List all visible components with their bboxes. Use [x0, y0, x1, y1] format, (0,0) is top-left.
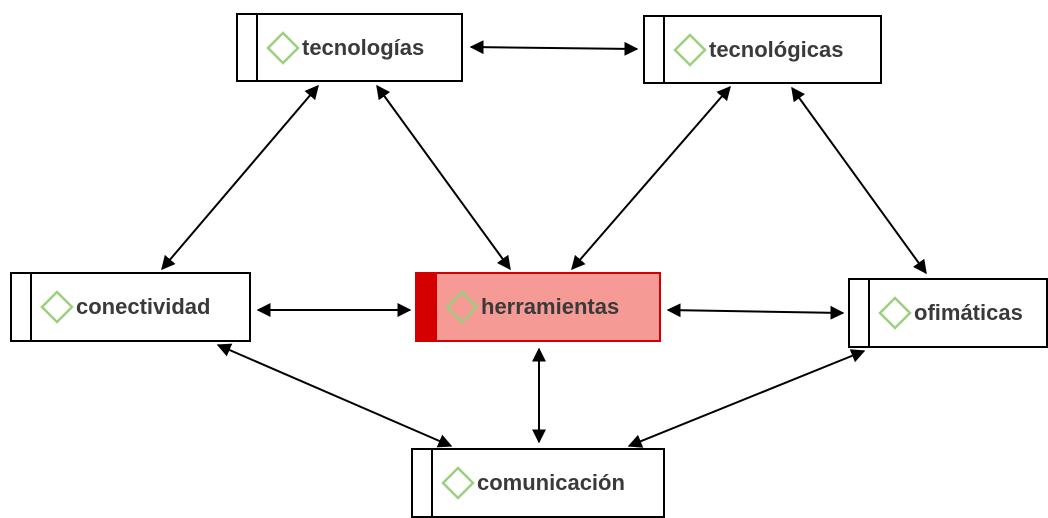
arrow-ofimaticas-comunicacion — [627, 349, 866, 448]
arrow-tecnologias-tecnologicas — [469, 40, 639, 56]
arrow-tecnologicas-herramientas — [571, 85, 731, 271]
node-comunicacion[interactable]: comunicación — [411, 448, 665, 518]
node-side-bar — [413, 450, 433, 516]
node-side-bar — [850, 280, 870, 346]
diamond-icon — [441, 466, 475, 500]
node-tecnologias[interactable]: tecnologías — [236, 13, 463, 82]
node-side-bar — [645, 17, 665, 82]
node-side-bar — [12, 274, 32, 340]
node-label: conectividad — [76, 294, 211, 319]
diamond-icon — [445, 290, 479, 324]
node-ofimaticas[interactable]: ofimáticas — [848, 278, 1048, 348]
node-side-bar — [417, 274, 437, 340]
node-label: tecnologías — [302, 34, 425, 60]
arrow-tecnologias-herramientas — [376, 84, 511, 271]
arrow-tecnologicas-ofimaticas — [791, 86, 927, 275]
diamond-icon — [266, 30, 300, 65]
diamond-icon — [673, 32, 707, 67]
node-conectividad[interactable]: conectividad — [10, 272, 251, 342]
node-label: ofimáticas — [914, 300, 1023, 325]
node-label: comunicación — [477, 470, 625, 495]
arrow-conectividad-comunicacion — [216, 343, 453, 448]
node-tecnologicas[interactable]: tecnológicas — [643, 15, 882, 84]
arrow-herramientas-ofimaticas — [666, 303, 845, 320]
node-side-bar — [238, 15, 258, 80]
node-label: herramientas — [481, 294, 620, 319]
node-label: tecnológicas — [709, 36, 844, 62]
arrow-tecnologias-conectividad — [161, 84, 319, 271]
node-herramientas[interactable]: herramientas — [415, 272, 661, 342]
diamond-icon — [878, 296, 912, 330]
diamond-icon — [40, 290, 74, 324]
